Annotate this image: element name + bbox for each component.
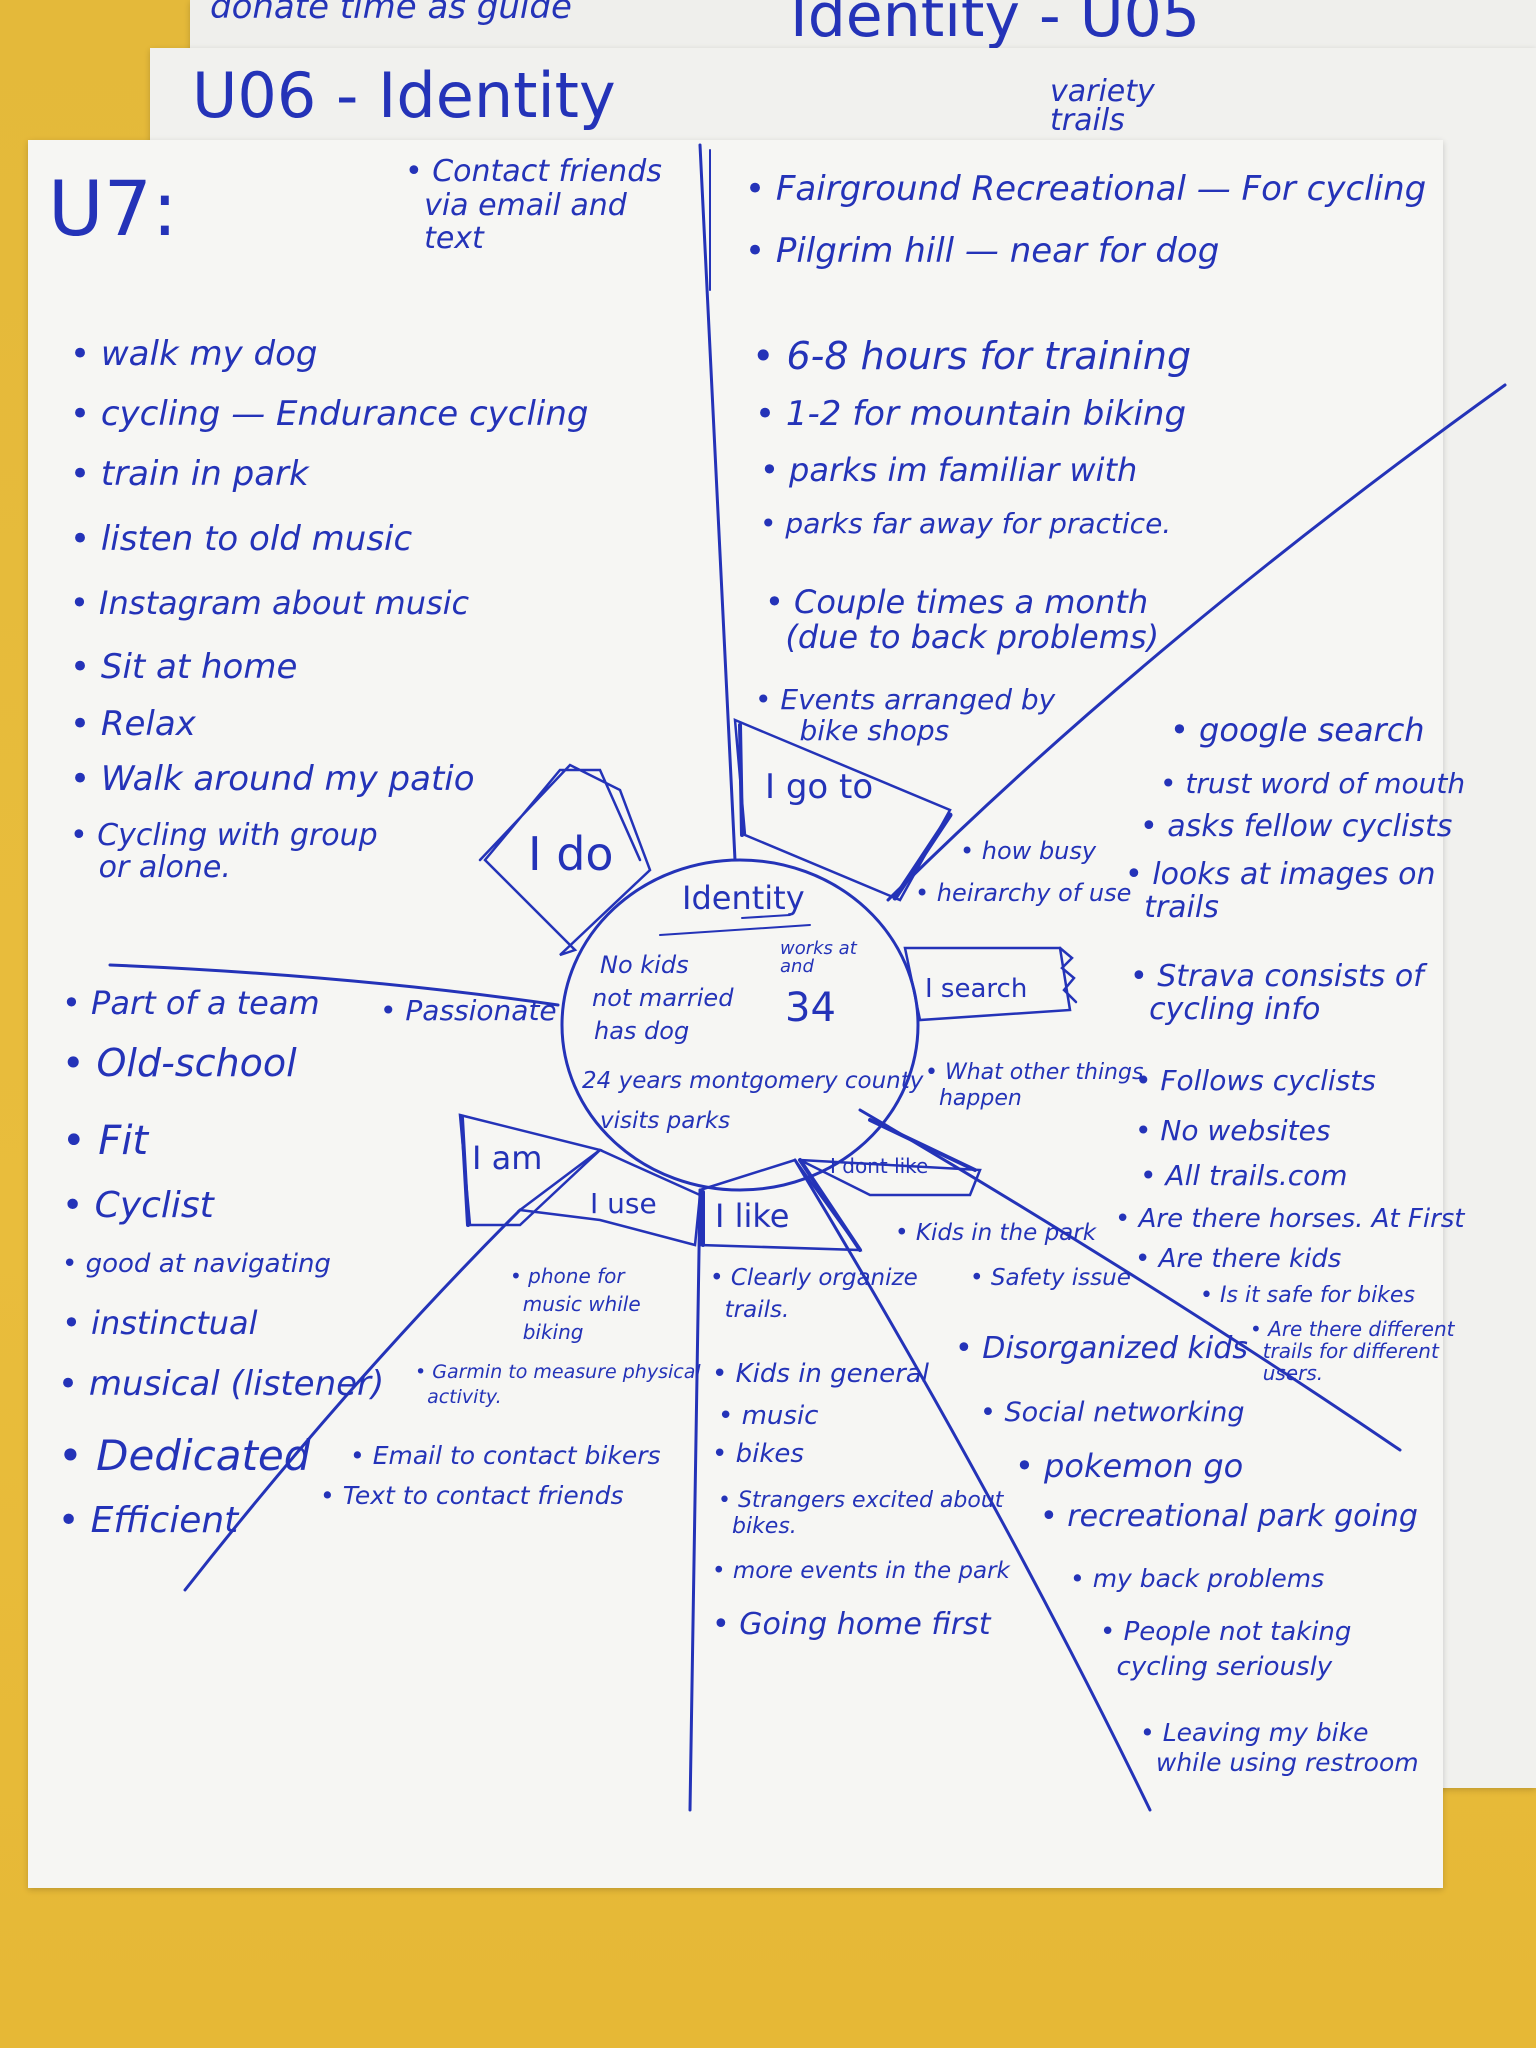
am-item: • Old-school <box>62 1041 297 1085</box>
dont-like-item: • my back problems <box>1070 1564 1325 1593</box>
spoke-label-i-dont-like: I dont like <box>830 1154 929 1178</box>
dont-like-item: • People not taking cycling seriously <box>1100 1617 1352 1683</box>
search-item: • asks fellow cyclists <box>1140 809 1453 844</box>
identity-line: 24 years montgomery county <box>582 1068 924 1094</box>
i-do-item: • Sit at home <box>70 647 298 687</box>
identity-line: No kids <box>600 951 689 979</box>
search-item: • Follows cyclists <box>1135 1064 1376 1097</box>
spoke-label-i-search: I search <box>925 974 1028 1004</box>
like-item: • music <box>718 1401 819 1431</box>
i-do-item: • Instagram about music <box>70 584 470 622</box>
i-do-item: • Cycling with group or alone. <box>70 818 378 885</box>
dont-like-item: • Disorganized kids <box>955 1331 1248 1366</box>
use-item: • phone for music while biking <box>510 1264 641 1344</box>
go-to-item: • Fairground Recreational — For cycling <box>745 169 1427 209</box>
like-item: • Clearly organize trails. <box>710 1265 918 1324</box>
go-to-item: • Events arranged by bike shops <box>755 683 1056 747</box>
am-item: • Part of a team <box>62 984 320 1022</box>
dont-like-item: • pokemon go <box>1015 1447 1244 1485</box>
use-item: • Garmin to measure physical activity. <box>415 1361 701 1408</box>
i-do-item: • Walk around my patio <box>70 759 475 799</box>
spoke-label-i-go-to: I go to <box>765 767 874 807</box>
am-item: • good at navigating <box>62 1249 331 1279</box>
u05-title: Identity - U05 <box>790 0 1201 51</box>
go-to-item: • Couple times a month (due to back prob… <box>765 583 1160 657</box>
search-item: • No websites <box>1135 1114 1331 1147</box>
spoke-label-i-am: I am <box>472 1139 543 1177</box>
identity-works: works at and <box>780 938 857 977</box>
i-do-item: • walk my dog <box>70 334 318 374</box>
spoke-label-i-do: I do <box>528 827 614 881</box>
am-item: • Dedicated <box>58 1431 311 1480</box>
use-item: • Email to contact bikers <box>350 1441 661 1470</box>
am-item: • Passionate <box>380 994 557 1027</box>
search-item: • trust word of mouth <box>1160 767 1466 800</box>
like-item: • Going home first <box>712 1607 991 1642</box>
go-to-item: • 1-2 for mountain biking <box>755 394 1187 434</box>
dont-like-item: • Kids in the park <box>895 1220 1097 1246</box>
search-item: • Is it safe for bikes <box>1200 1283 1415 1308</box>
dont-like-item: • Social networking <box>980 1397 1245 1428</box>
i-do-item: • listen to old music <box>70 519 413 559</box>
dont-like-item: • recreational park going <box>1040 1499 1418 1534</box>
identity-age: 34 <box>785 985 836 1031</box>
go-to-item: • parks im familiar with <box>760 451 1138 489</box>
am-item: • musical (listener) <box>58 1364 385 1404</box>
go-search-note: • What other things happen <box>925 1060 1144 1112</box>
u05-top-note: donate time as guide <box>210 0 572 27</box>
use-item: • Text to contact friends <box>320 1481 624 1510</box>
identity-line: visits parks <box>600 1108 731 1134</box>
am-item: • instinctual <box>62 1304 258 1342</box>
search-item: • Are there different trails for differe… <box>1250 1317 1455 1385</box>
am-item: • Cyclist <box>62 1185 214 1226</box>
go-to-item: • 6-8 hours for training <box>752 334 1192 378</box>
search-item: • looks at images on trails <box>1125 857 1436 925</box>
like-item: • bikes <box>712 1439 804 1469</box>
identity-line: has dog <box>594 1017 690 1045</box>
like-item: • more events in the park <box>712 1558 1010 1584</box>
u06-title: U06 - Identity <box>192 59 616 132</box>
spoke-label-i-use: I use <box>590 1187 657 1220</box>
contact-note: • Contact friends via email and text <box>405 154 662 257</box>
dont-like-item: • Leaving my bike while using restroom <box>1140 1718 1419 1777</box>
go-search-note: • heirarchy of use <box>915 879 1132 907</box>
go-to-item: • parks far away for practice. <box>760 507 1172 540</box>
go-search-note: • how busy <box>960 837 1097 865</box>
i-do-item: • Relax <box>70 704 196 744</box>
go-to-item: • Pilgrim hill — near for dog <box>745 231 1220 271</box>
search-item: • Are there horses. At First <box>1115 1204 1465 1234</box>
search-item: • Strava consists of cycling info <box>1130 959 1424 1027</box>
am-item: • Efficient <box>58 1500 239 1541</box>
search-item: • google search <box>1170 711 1425 749</box>
like-item: • Kids in general <box>712 1359 929 1389</box>
dont-like-item: • Safety issue <box>970 1265 1131 1291</box>
i-do-item: • cycling — Endurance cycling <box>70 394 589 434</box>
u7-title: U7: <box>48 164 178 253</box>
u06-note: variety trails <box>1050 74 1155 138</box>
i-do-item: • train in park <box>70 454 309 494</box>
search-item: • Are there kids <box>1135 1244 1342 1274</box>
spoke-label-i-like: I like <box>715 1197 790 1235</box>
search-item: • All trails.com <box>1140 1159 1348 1192</box>
am-item: • Fit <box>62 1118 149 1164</box>
identity-line: not married <box>592 984 734 1012</box>
like-item: • Strangers excited about bikes. <box>718 1488 1004 1540</box>
identity-heading: Identity <box>682 879 805 917</box>
